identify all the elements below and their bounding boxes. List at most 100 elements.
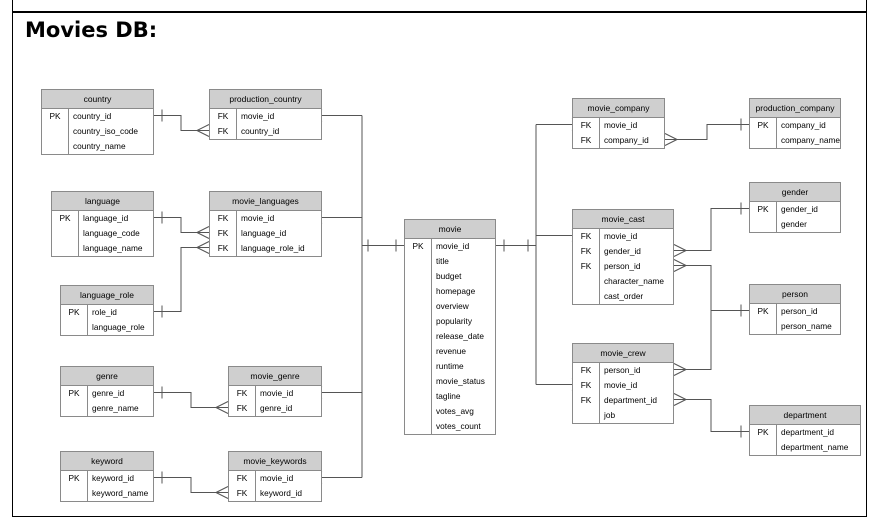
language-movie-languages-connector xyxy=(154,217,209,233)
diagram-title: Movies DB: xyxy=(25,18,158,42)
table-rows: PK department_id department_name xyxy=(750,425,860,455)
key-column-divider xyxy=(87,471,88,501)
table-row: popularity xyxy=(405,314,495,329)
field-name: genre_name xyxy=(92,403,139,413)
key-column-divider xyxy=(431,239,432,434)
key-marker xyxy=(52,241,78,256)
table-row: language_name xyxy=(52,241,153,256)
table-row: votes_avg xyxy=(405,404,495,419)
company-link-connector xyxy=(665,124,749,140)
key-marker xyxy=(405,389,431,404)
table-header: language xyxy=(52,192,153,211)
table-row: PK gender_id xyxy=(750,202,840,217)
field-name: votes_count xyxy=(436,421,481,431)
key-marker: FK xyxy=(580,120,592,130)
person-crew-link-connector xyxy=(674,310,749,370)
key-column-divider xyxy=(776,202,777,232)
table-row: title xyxy=(405,254,495,269)
field-name: department_id xyxy=(781,427,835,437)
field-name: revenue xyxy=(436,346,466,356)
key-column-divider xyxy=(776,425,777,455)
key-marker xyxy=(573,274,599,289)
department-link-connector xyxy=(674,399,749,432)
table-row: movie_status xyxy=(405,374,495,389)
field-name: votes_avg xyxy=(436,406,474,416)
key-column-divider xyxy=(599,118,600,148)
key-marker xyxy=(405,284,431,299)
key-column-divider xyxy=(68,109,69,154)
table-row: homepage xyxy=(405,284,495,299)
genre-movie-genre-many-mark xyxy=(215,401,229,414)
table-row: country_name xyxy=(42,139,153,154)
genre-movie-genre-connector xyxy=(154,392,228,408)
field-name: movie_id xyxy=(604,380,638,390)
key-column-divider xyxy=(236,211,237,256)
key-marker: FK xyxy=(580,380,592,390)
role-movie-languages-connector xyxy=(154,247,209,312)
key-column-divider xyxy=(255,386,256,416)
table-row: release_date xyxy=(405,329,495,344)
field-name: person_id xyxy=(604,261,641,271)
key-marker: FK xyxy=(236,488,248,498)
field-name: tagline xyxy=(436,391,461,401)
key-marker: FK xyxy=(580,246,592,256)
field-name: movie_id xyxy=(241,111,275,121)
table-row: FK genre_id xyxy=(229,401,321,416)
field-name: language_role_id xyxy=(241,243,305,253)
table-header: country xyxy=(42,90,153,109)
key-marker xyxy=(750,440,776,455)
field-name: title xyxy=(436,256,449,266)
field-name: department_id xyxy=(604,395,658,405)
table-header: language_role xyxy=(61,286,153,305)
field-name: gender_id xyxy=(781,204,818,214)
key-marker: PK xyxy=(757,204,769,214)
table-row: overview xyxy=(405,299,495,314)
key-column-divider xyxy=(776,304,777,334)
key-marker: FK xyxy=(236,403,248,413)
field-name: language_role xyxy=(92,322,145,332)
key-column-divider xyxy=(255,471,256,501)
key-marker xyxy=(405,404,431,419)
key-marker xyxy=(573,408,599,423)
field-name: overview xyxy=(436,301,469,311)
key-marker: PK xyxy=(757,427,769,437)
field-name: genre_id xyxy=(260,403,293,413)
table-row: person_name xyxy=(750,319,840,334)
key-marker xyxy=(61,486,87,501)
key-marker xyxy=(61,401,87,416)
key-column-divider xyxy=(599,229,600,304)
key-marker: FK xyxy=(217,228,229,238)
field-name: runtime xyxy=(436,361,464,371)
field-name: movie_id xyxy=(436,241,470,251)
field-name: movie_status xyxy=(436,376,485,386)
table-header: department xyxy=(750,406,860,425)
field-name: department_name xyxy=(781,442,849,452)
table-header: gender xyxy=(750,183,840,202)
key-marker xyxy=(42,139,68,154)
key-column-divider xyxy=(87,386,88,416)
